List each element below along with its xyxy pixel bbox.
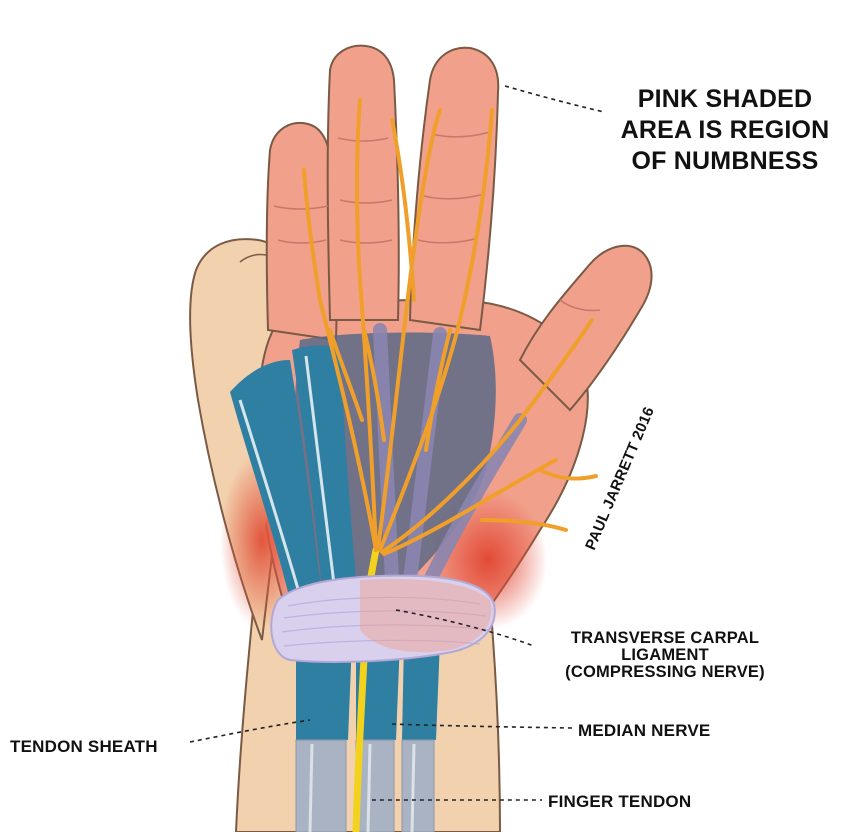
- ligament-fibers: [281, 596, 489, 647]
- numbness-label: PINK SHADED AREA IS REGION OF NUMBNESS: [600, 84, 850, 177]
- middle-finger: [326, 44, 400, 321]
- ligament-label: TRANSVERSE CARPAL LIGAMENT (COMPRESSING …: [540, 630, 790, 681]
- numbness-label-line: OF NUMBNESS: [631, 147, 819, 175]
- nerve-branches: [302, 98, 598, 556]
- tendon-sheaths: [230, 345, 440, 740]
- numbness-label-line: PINK SHADED: [637, 85, 813, 113]
- median-nerve-label: MEDIAN NERVE: [578, 721, 711, 740]
- ligament-label-line: (COMPRESSING NERVE): [565, 663, 765, 681]
- ring-finger: [408, 46, 500, 332]
- ligament-label-line: TRANSVERSE CARPAL: [570, 629, 760, 647]
- sheath-highlights: [238, 355, 336, 597]
- finger-tendons: [295, 739, 435, 832]
- tendon-sheath-label: TENDON SHEATH: [10, 737, 158, 756]
- finger-creases: [273, 131, 601, 312]
- transverse-carpal-ligament: [270, 574, 496, 663]
- leader-lines: [189, 85, 605, 801]
- ligament-label-line: LIGAMENT: [621, 646, 709, 664]
- tendon-shading: [308, 743, 416, 832]
- numbness-label-line: AREA IS REGION: [620, 116, 830, 144]
- finger-tendon-label: FINGER TENDON: [548, 792, 692, 811]
- ligament-pink-overlay: [360, 578, 492, 653]
- index-finger: [265, 122, 338, 342]
